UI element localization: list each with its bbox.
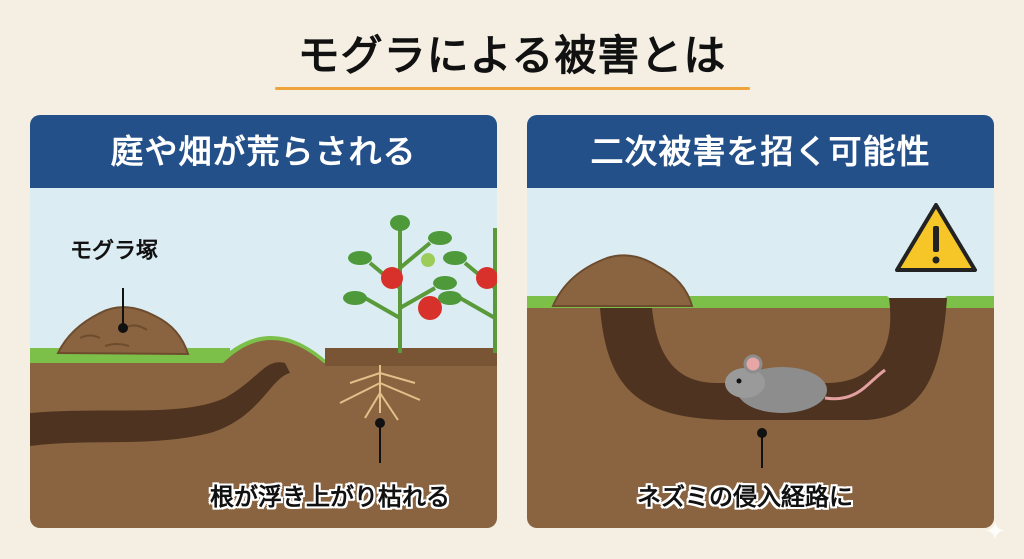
tunnel xyxy=(30,362,290,446)
title-underline xyxy=(275,87,750,90)
panel-garden-damage: 庭や畑が荒らされる xyxy=(30,115,497,528)
molehill xyxy=(551,254,694,307)
warning-icon xyxy=(895,203,977,272)
sparkle-icon: ✦ xyxy=(984,517,1006,547)
roots xyxy=(339,365,421,421)
tomato-plants xyxy=(343,215,497,353)
pin-dot xyxy=(118,323,128,333)
panel-secondary-damage: 二次被害を招く可能性 ネズミの侵入経路に xyxy=(527,115,994,528)
rodent-label: ネズミの侵入経路に xyxy=(637,483,853,511)
page-title: モグラによる被害とは xyxy=(297,31,727,80)
mouse xyxy=(725,354,886,413)
panel-header: 二次被害を招く可能性 xyxy=(527,115,994,188)
rodent-illustration xyxy=(527,203,994,528)
garden-illustration xyxy=(30,215,497,528)
molehill-label: モグラ塚 xyxy=(70,239,159,264)
roots-label: 根が浮き上がり枯れる xyxy=(210,483,450,511)
panel-header: 庭や畑が荒らされる xyxy=(30,115,497,188)
bed-soil xyxy=(325,348,497,366)
hill xyxy=(222,340,325,364)
